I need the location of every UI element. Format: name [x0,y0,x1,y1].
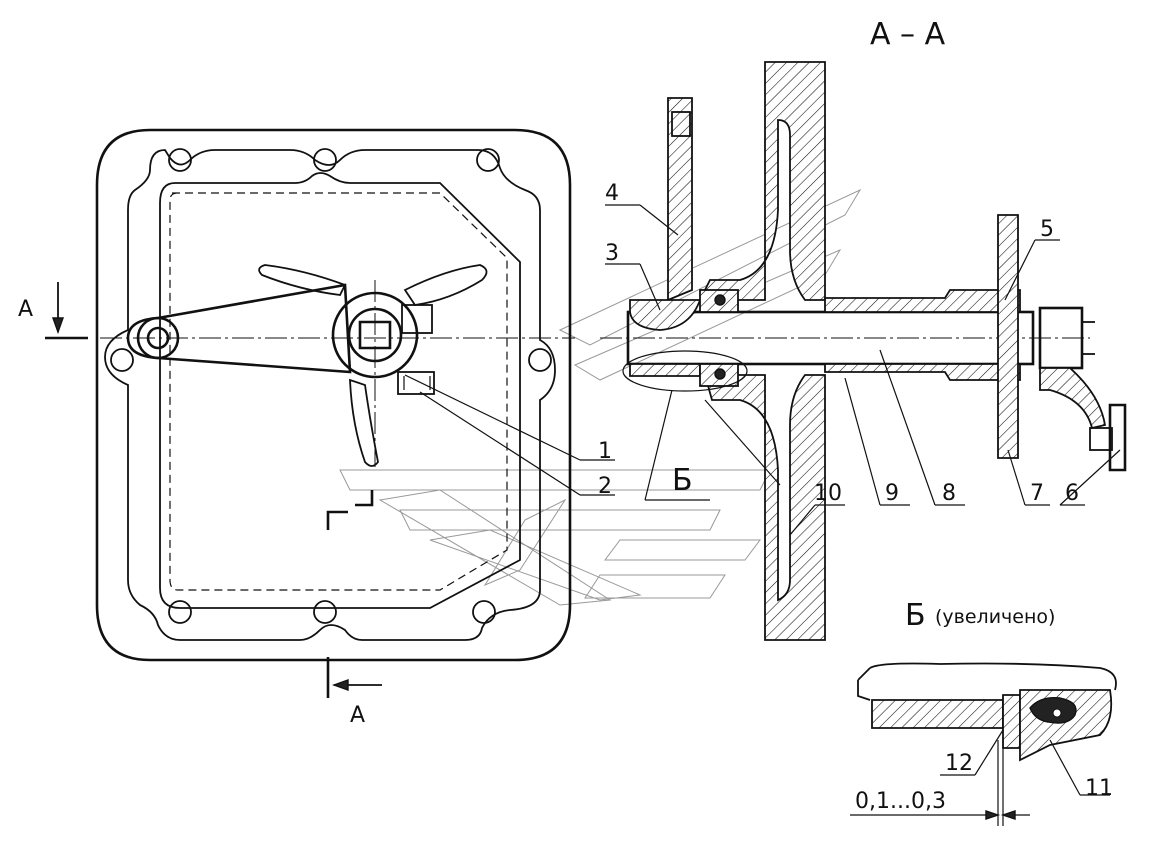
detail-title-note: (увеличено) [935,606,1055,628]
detail-title: Б (увеличено) [905,598,1055,633]
section-mark-top: А [18,297,33,322]
callout-12: 12 [945,751,973,776]
clearance-dimension: 0,1...0,3 [855,789,946,814]
callout-3: 3 [605,241,619,266]
detail-title-letter: Б [905,598,926,633]
front-view [95,128,575,662]
section-cut-markers: А А [18,282,382,728]
callout-2: 2 [598,474,612,499]
callout-9: 9 [885,481,899,506]
callout-1: 1 [598,439,612,464]
callout-11: 11 [1085,776,1113,801]
callout-10: 10 [814,481,842,506]
detail-view [850,662,1117,826]
callout-4: 4 [605,181,619,206]
section-view [600,61,1127,641]
callout-8: 8 [942,481,956,506]
section-mark-bottom: А [350,703,365,728]
callout-5: 5 [1040,217,1054,242]
callout-7: 7 [1030,481,1044,506]
leader-lines [404,204,1121,536]
watermark-logo [339,188,862,606]
section-title: А – А [870,17,946,52]
callout-6: 6 [1065,481,1079,506]
callouts: 1 2 3 4 5 6 7 8 9 10 11 12 [598,181,1113,801]
bolt-holes [110,148,552,624]
detail-label: Б [672,463,693,498]
